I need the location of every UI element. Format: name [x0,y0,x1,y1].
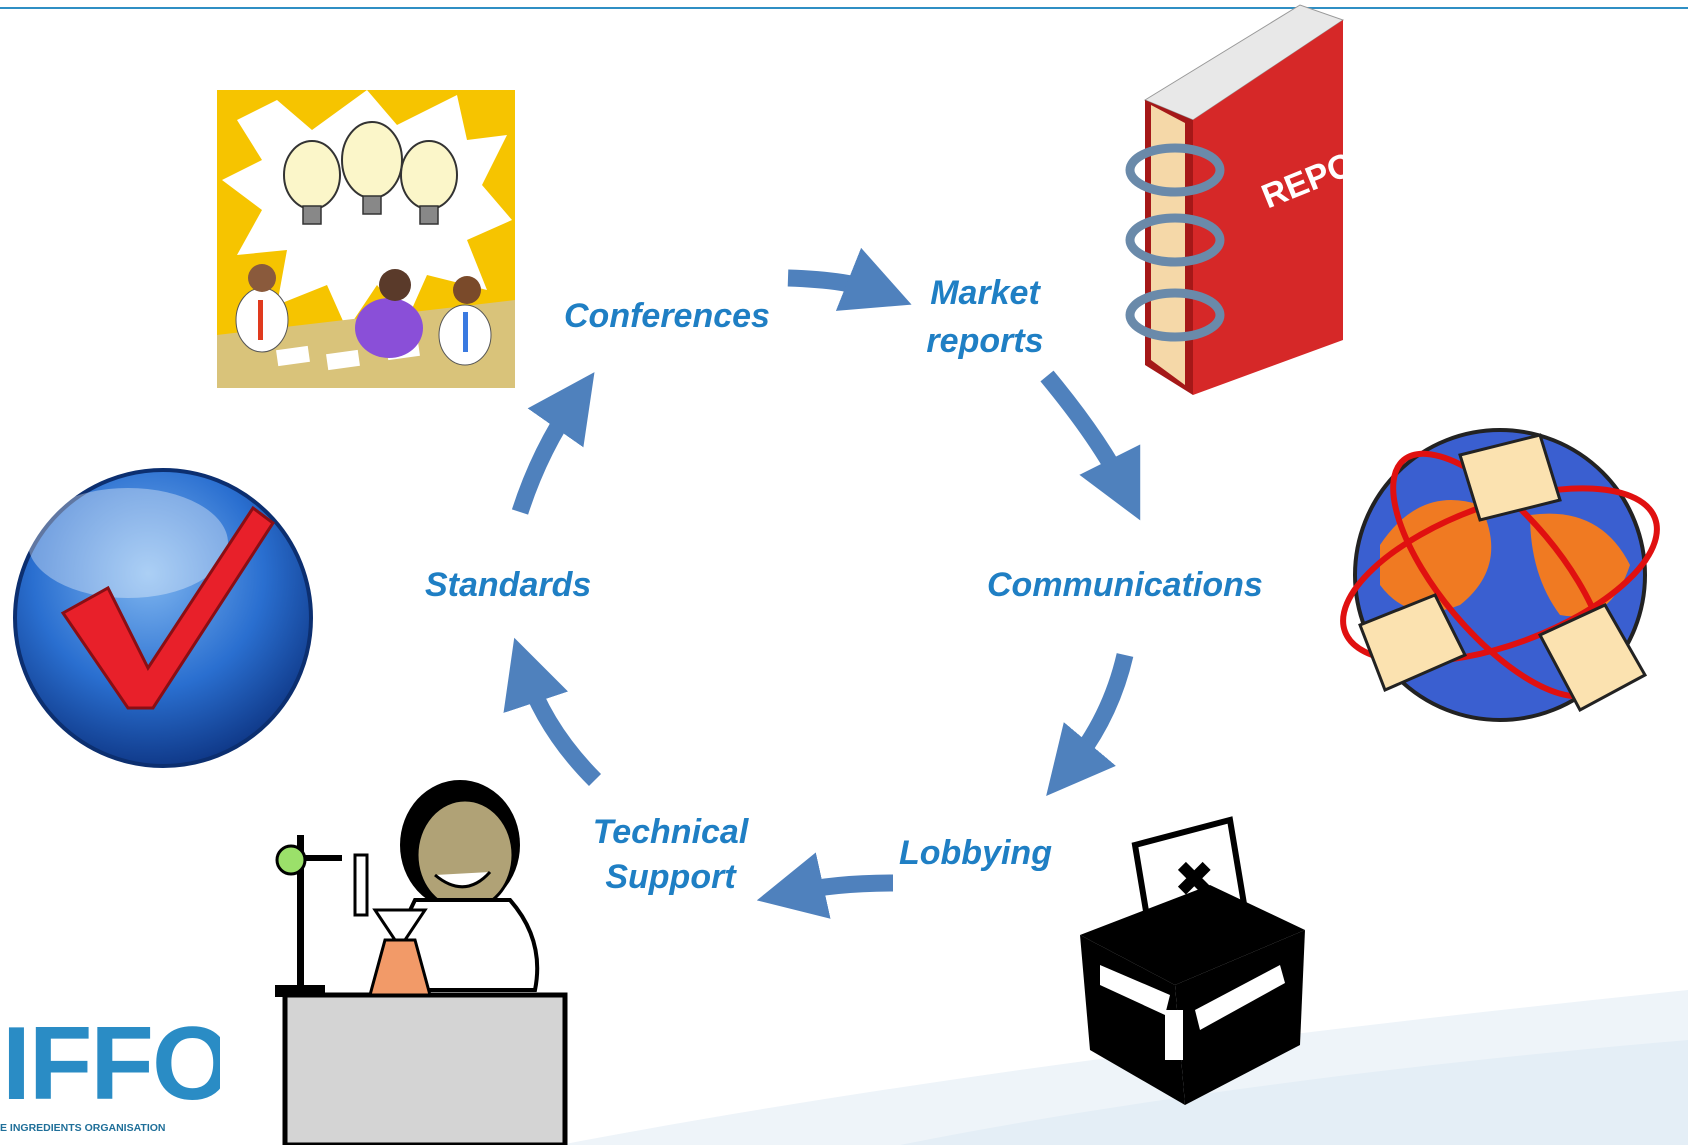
arrow-lobbying-to-technical [756,852,894,919]
node-communications: Communications [987,566,1263,604]
arrow-standards-to-conferences [511,372,595,515]
node-market-reports: Market reports [910,272,1060,362]
node-technical-support-line2: Support [605,858,736,896]
ballot-box-clipart: ✖ [1080,816,1305,1105]
node-market-reports-line2: reports [926,322,1044,360]
node-standards: Standards [425,566,592,604]
top-rule [0,7,1688,9]
node-market-reports-line1: Market [930,274,1040,312]
iffo-logo-tagline: E INGREDIENTS ORGANISATION [0,1122,166,1134]
node-conferences: Conferences [564,297,770,335]
scientist-clipart [275,780,568,1145]
node-technical-support-line1: Technical [592,813,749,851]
node-lobbying: Lobbying [899,834,1052,872]
meeting-ideas-clipart [217,90,515,388]
arrow-communications-to-lobbying [1046,653,1134,797]
arrow-conferences-to-market [787,247,912,311]
iffo-logo-text: IFFO [2,1018,220,1122]
arrow-market-to-communications [1040,370,1141,521]
node-technical-support: Technical Support [588,811,753,898]
checkmark-icon [13,468,313,768]
iffo-logo: IFFO E INGREDIENTS ORGANISATION [0,1018,220,1145]
arrow-technical-to-standards [503,637,602,787]
report-binder-clipart: REPORT [1125,4,1402,395]
globe-envelopes-clipart [1340,428,1660,722]
